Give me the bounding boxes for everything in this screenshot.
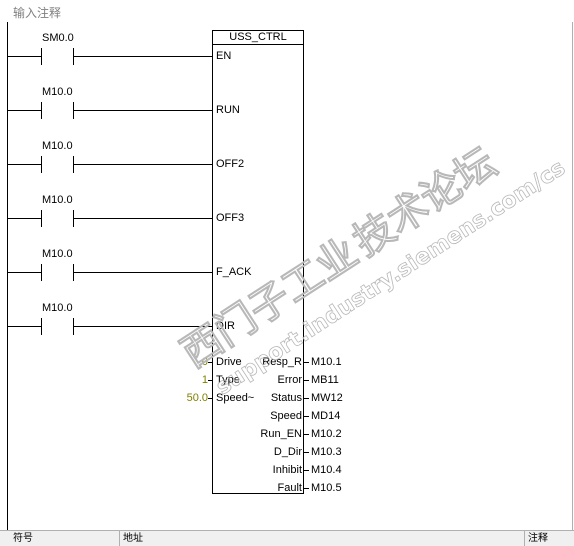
run-en-address[interactable]: M10.2 [311,428,342,440]
pin-d-dir: D_Dir [273,446,302,458]
fault-address[interactable]: M10.5 [311,482,342,494]
d-dir-address[interactable]: M10.3 [311,446,342,458]
column-header-comment[interactable]: 注释 [528,533,548,544]
pin-speed-setpoint: Speed~ [216,392,255,404]
contact-run[interactable] [8,102,212,119]
contact-label[interactable]: M10.0 [42,302,73,314]
speed-setpoint-value[interactable]: 50.0 [186,392,208,404]
contact-sm0-0[interactable] [8,48,212,65]
contact-f-ack[interactable] [8,264,212,281]
error-address[interactable]: MB11 [311,374,339,386]
type-value[interactable]: 1 [201,374,208,386]
contact-off3[interactable] [8,210,212,227]
contact-off2[interactable] [8,156,212,173]
pin-en: EN [216,50,232,62]
inhibit-address[interactable]: M10.4 [311,464,342,476]
pin-off3: OFF3 [216,212,245,224]
pin-run-en: Run_EN [260,428,302,440]
contact-label[interactable]: M10.0 [42,86,73,98]
pin-fault: Fault [277,482,302,494]
pin-drive: Drive [216,356,242,368]
status-address[interactable]: MW12 [311,392,343,404]
block-title: USS_CTRL [229,31,287,43]
pin-error: Error [277,374,302,386]
pin-status: Status [270,392,302,404]
pin-off2: OFF2 [216,158,245,170]
pin-resp-r: Resp_R [262,356,302,368]
speed-address[interactable]: MD14 [311,410,341,422]
pin-run: RUN [216,104,240,116]
contact-label[interactable]: M10.0 [42,248,73,260]
contact-label[interactable]: M10.0 [42,194,73,206]
uss-ctrl-block [212,30,304,494]
pin-inhibit: Inhibit [272,464,302,476]
column-header-address[interactable]: 地址 [120,531,525,546]
symbol-table-header: 符号 地址 注释 [0,530,574,546]
pin-dir: DIR [216,320,235,332]
contact-dir[interactable] [8,318,212,335]
resp-r-address[interactable]: M10.1 [311,356,342,368]
column-header-symbol[interactable]: 符号 [10,531,120,546]
pin-type: Type [216,374,240,386]
drive-value[interactable]: 0 [201,356,208,368]
pin-f-ack: F_ACK [216,266,252,278]
contact-label[interactable]: SM0.0 [42,32,74,44]
contact-label[interactable]: M10.0 [42,140,73,152]
pin-speed: Speed [270,410,302,422]
network-comment-area[interactable]: 输入注释 [0,0,574,24]
network-comment-text[interactable]: 输入注释 [13,6,62,20]
